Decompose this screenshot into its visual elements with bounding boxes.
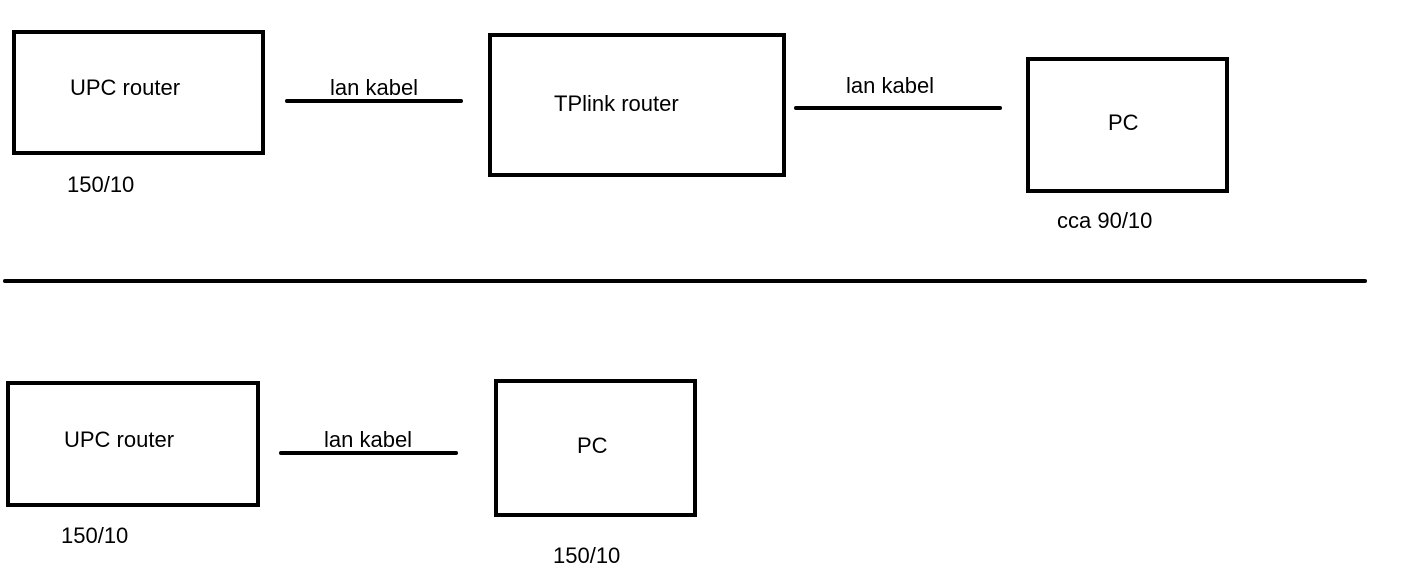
bottom-pc-label: PC xyxy=(577,433,608,458)
section-divider xyxy=(3,279,1367,283)
top-pc-box xyxy=(1026,57,1229,193)
bottom-pc-speed: 150/10 xyxy=(553,543,621,568)
bottom-upc-router-label: UPC router xyxy=(64,427,175,452)
bottom-pc-box xyxy=(494,379,697,517)
top-cable-1-line xyxy=(285,99,463,103)
top-pc-label: PC xyxy=(1108,110,1139,135)
top-cable-2-label: lan kabel xyxy=(846,73,935,98)
bottom-cable-1-label: lan kabel xyxy=(324,427,413,452)
bottom-upc-router-speed: 150/10 xyxy=(61,523,129,548)
top-upc-router-speed: 150/10 xyxy=(67,172,135,197)
top-upc-router-label: UPC router xyxy=(70,75,181,100)
top-cable-2-line xyxy=(794,106,1002,110)
top-upc-router-box xyxy=(12,30,265,155)
top-cable-1-label: lan kabel xyxy=(330,75,419,100)
bottom-upc-router-box xyxy=(6,381,260,507)
top-tplink-router-box xyxy=(488,33,786,177)
top-tplink-router-label: TPlink router xyxy=(554,91,679,116)
bottom-cable-1-line xyxy=(279,451,458,455)
top-pc-speed: cca 90/10 xyxy=(1057,208,1153,233)
